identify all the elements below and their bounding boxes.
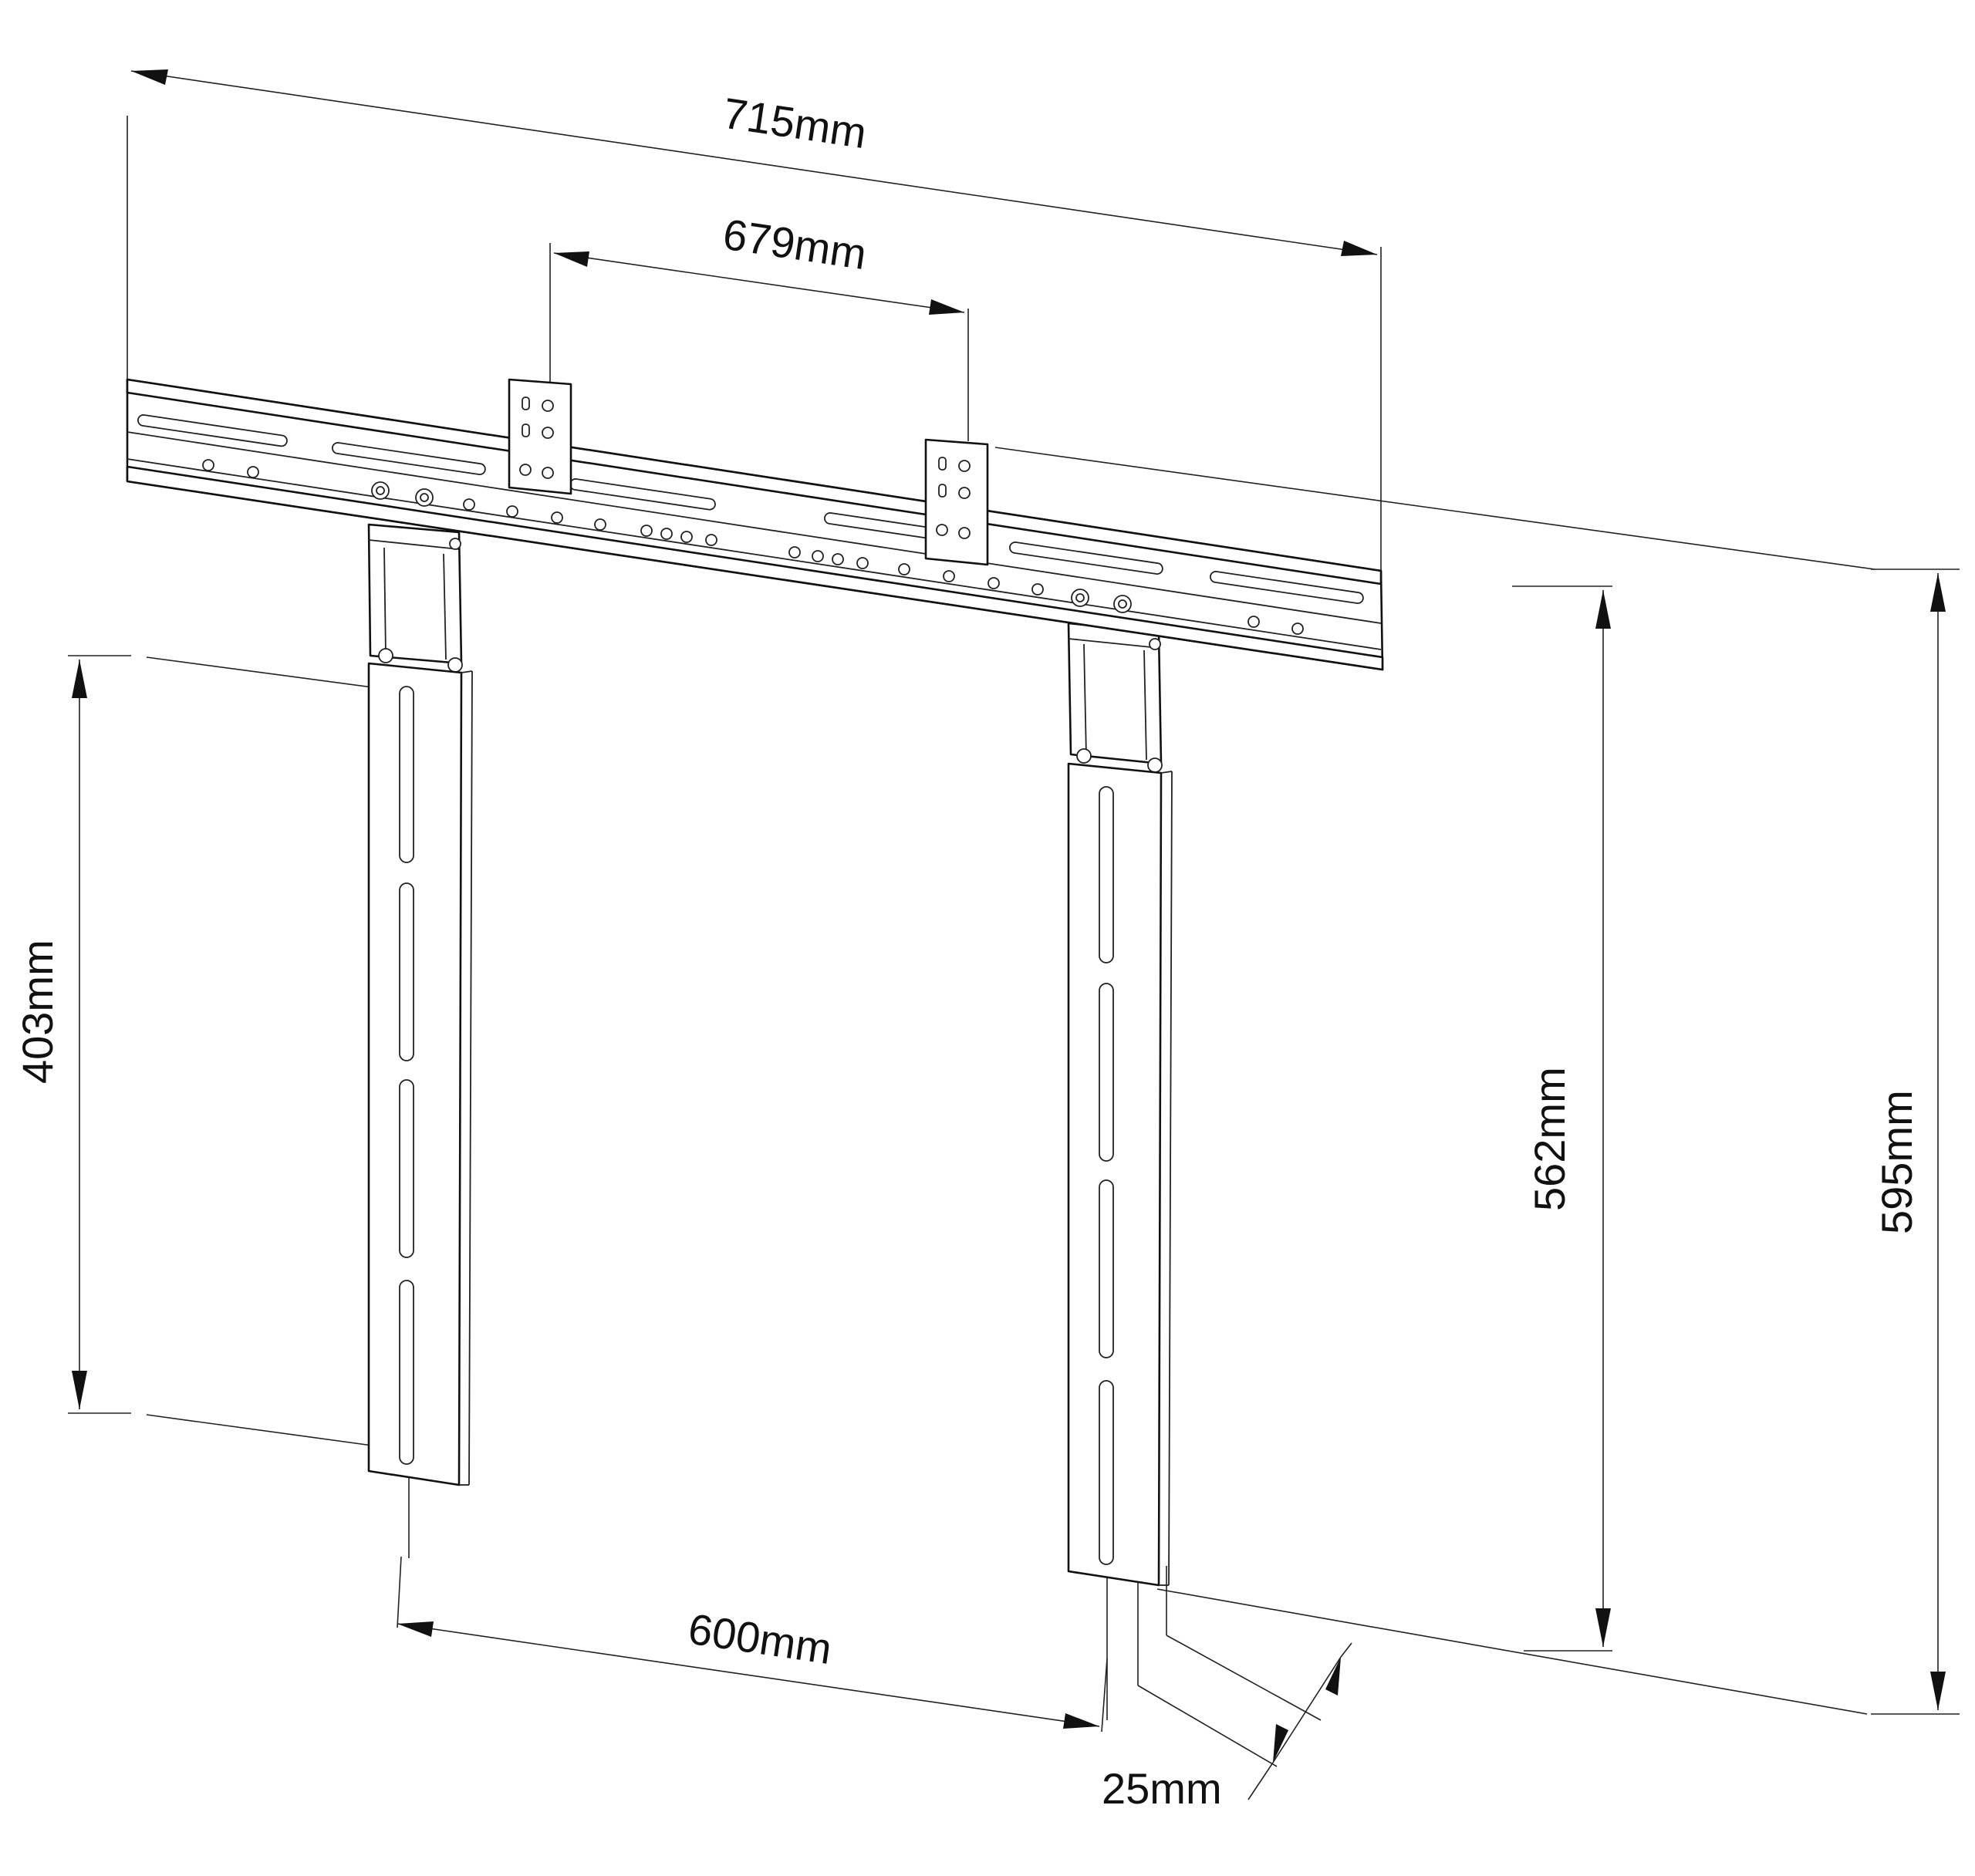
rail-bottom-lip [126, 465, 1384, 671]
right-arm-hinge [1067, 622, 1163, 765]
right-arm [1067, 622, 1173, 1587]
right-arm-plate [1067, 762, 1163, 1587]
left-arm [367, 523, 473, 1486]
mount-tab-right [924, 438, 989, 566]
rail-slot [1009, 542, 1163, 575]
rail-slot [332, 442, 486, 476]
dimension-label-595: 595mm [1872, 1090, 1921, 1234]
dimension-label-600: 600mm [685, 1604, 835, 1674]
dimension-562: 562mm [1512, 585, 1612, 1652]
dimension-679: 679mm [549, 210, 969, 441]
arrow-down [1595, 1608, 1611, 1647]
rail-holes [202, 459, 1304, 635]
arrow-right [929, 299, 964, 315]
arrow-left [397, 1621, 434, 1637]
arrow-right [1341, 241, 1377, 256]
mount-tab-left [508, 378, 572, 495]
arrow-down [1273, 1724, 1288, 1763]
arrow-up [1595, 590, 1611, 629]
rail-screws [371, 481, 1132, 613]
dimension-25: 25mm [1102, 1566, 1352, 1813]
dimension-lines: 715mm 679mm 403mm [13, 69, 1960, 1813]
arrow-left [131, 69, 168, 85]
arrow-up [1930, 573, 1946, 612]
dimension-label-715: 715mm [720, 89, 869, 158]
rail-slot [1210, 571, 1364, 605]
arrow-right [1063, 1713, 1099, 1729]
dimension-label-562: 562mm [1525, 1067, 1574, 1211]
dimension-600: 600mm [397, 1466, 1108, 1733]
arrow-down [1930, 1672, 1946, 1710]
main-rail [126, 378, 1384, 671]
rail-body [126, 378, 1384, 671]
dimension-label-403: 403mm [13, 940, 62, 1084]
arrow-up [1325, 1657, 1341, 1695]
rail-slot [137, 414, 288, 447]
left-arm-plate [367, 662, 463, 1486]
dimension-label-25: 25mm [1102, 1764, 1222, 1813]
dimension-403: 403mm [13, 655, 379, 1447]
arrow-down [72, 1371, 87, 1409]
arrow-up [72, 660, 87, 698]
dimension-595: 595mm [994, 447, 1960, 1715]
dimension-label-679: 679mm [720, 210, 869, 279]
arrow-left [554, 251, 589, 267]
